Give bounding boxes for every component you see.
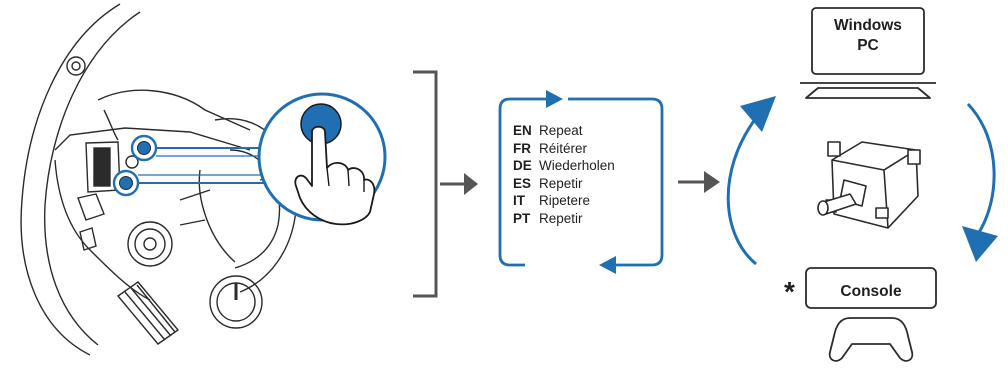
console-label: Console [840,283,902,300]
next-arrow-icon [678,171,720,193]
highlighted-buttons [112,134,278,197]
finger-press-icon [257,92,387,226]
shifter-device-icon [817,141,921,229]
keyboard-icon [805,87,931,99]
console-footnote-mark: * [784,276,795,307]
cycle-arrows-icon [726,96,998,266]
next-arrow-icon [440,173,478,195]
gamepad-icon [828,317,914,362]
console-box [805,267,937,309]
grouping-bracket [413,70,438,298]
pc-label-line1: Windows [834,17,902,34]
pc-label-line2: PC [857,37,879,54]
wheel-rim-illustration [20,3,301,356]
pc-label: Windows PC [818,16,918,56]
pc-monitor-icon [800,7,936,84]
repeat-loop-icon [498,90,664,274]
